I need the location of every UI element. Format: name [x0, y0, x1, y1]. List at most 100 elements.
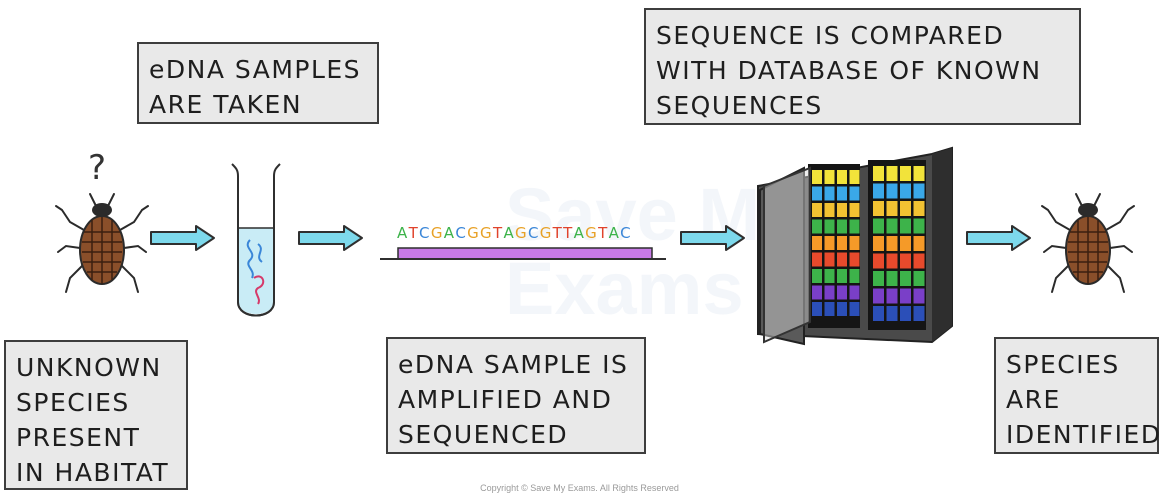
insect-icon: [1041, 193, 1135, 293]
insect-icon: [55, 193, 149, 293]
dna-base: T: [492, 224, 504, 242]
dna-base: G: [539, 224, 553, 242]
label-samples-taken: eDNA SAMPLES ARE TAKEN: [137, 42, 379, 124]
server-light: [812, 203, 822, 217]
dna-base: G: [467, 224, 481, 242]
server-light: [837, 203, 847, 217]
server-light: [812, 285, 822, 300]
dna-bar-icon: [380, 247, 666, 260]
server-light: [873, 253, 884, 269]
server-light: [837, 170, 847, 184]
dna-base: C: [455, 224, 468, 242]
server-light: [849, 236, 860, 250]
server-light: [837, 236, 847, 250]
dna-base: C: [620, 224, 632, 242]
server-light: [913, 201, 925, 216]
server-light: [824, 236, 835, 250]
server-light: [873, 166, 884, 181]
dna-base: C: [527, 224, 540, 242]
server-light: [837, 285, 847, 300]
server-light: [812, 170, 822, 184]
server-light: [886, 271, 898, 286]
server-light: [837, 269, 847, 283]
server-light: [849, 285, 860, 300]
server-light: [900, 236, 911, 251]
arrow-right-icon: [150, 225, 215, 251]
label-unknown-species: UNKNOWN SPECIES PRESENT IN HABITAT: [4, 340, 188, 490]
arrow-right-icon: [680, 225, 745, 251]
label-sequence-compared: SEQUENCE IS COMPARED WITH DATABASE OF KN…: [644, 8, 1081, 125]
server-light: [812, 269, 822, 283]
dna-base: T: [552, 224, 564, 242]
server-light: [873, 218, 884, 234]
server-light: [886, 236, 898, 251]
server-light: [873, 271, 884, 286]
server-light: [837, 252, 847, 267]
copyright-notice: Copyright © Save My Exams. All Rights Re…: [480, 483, 679, 493]
dna-base: A: [503, 224, 515, 242]
server-light: [873, 236, 884, 251]
server-light: [849, 170, 860, 184]
database-server-icon: [757, 146, 953, 346]
arrow-right-icon: [966, 225, 1031, 251]
server-light: [886, 166, 898, 181]
dna-base: C: [419, 224, 431, 242]
server-light: [873, 201, 884, 216]
server-light: [886, 253, 898, 269]
dna-base: T: [598, 224, 609, 242]
server-light: [824, 269, 835, 283]
server-light: [837, 219, 847, 234]
server-light: [824, 219, 835, 234]
server-light: [824, 186, 835, 201]
server-light: [886, 288, 898, 304]
server-light: [812, 236, 822, 250]
server-light: [913, 253, 925, 269]
test-tube-icon: [231, 163, 281, 317]
server-light: [913, 236, 925, 251]
server-light: [913, 288, 925, 304]
dna-base: T: [408, 224, 420, 242]
server-light: [849, 219, 860, 234]
server-light: [913, 306, 925, 321]
server-light: [900, 183, 911, 199]
dna-base: G: [585, 224, 599, 242]
server-light: [824, 170, 835, 184]
server-light: [849, 186, 860, 201]
server-light: [849, 203, 860, 217]
server-light: [913, 166, 925, 181]
server-light: [886, 306, 898, 321]
dna-base: A: [443, 224, 456, 242]
server-light: [837, 186, 847, 201]
server-light: [812, 219, 822, 234]
dna-base: A: [573, 224, 586, 242]
server-light: [900, 306, 911, 321]
server-light: [849, 252, 860, 267]
server-light: [824, 302, 835, 316]
dna-base: A: [397, 224, 409, 242]
server-light: [849, 269, 860, 283]
question-mark: ?: [88, 148, 107, 188]
label-species-identified: SPECIES ARE IDENTIFIED: [994, 337, 1159, 454]
server-light: [886, 201, 898, 216]
server-light: [900, 253, 911, 269]
server-light: [913, 271, 925, 286]
server-light: [900, 201, 911, 216]
server-light: [900, 166, 911, 181]
dna-base: G: [430, 224, 444, 242]
server-light: [812, 302, 822, 316]
server-light: [900, 218, 911, 234]
dna-base: T: [563, 224, 574, 242]
dna-base: G: [515, 224, 528, 242]
server-light: [913, 183, 925, 199]
arrow-right-icon: [298, 225, 363, 251]
server-light: [812, 252, 822, 267]
server-light: [900, 271, 911, 286]
server-light: [824, 203, 835, 217]
server-light: [873, 306, 884, 321]
server-light: [824, 252, 835, 267]
server-light: [824, 285, 835, 300]
dna-base: G: [480, 224, 493, 242]
server-light: [849, 302, 860, 316]
server-light: [886, 218, 898, 234]
server-light: [913, 218, 925, 234]
